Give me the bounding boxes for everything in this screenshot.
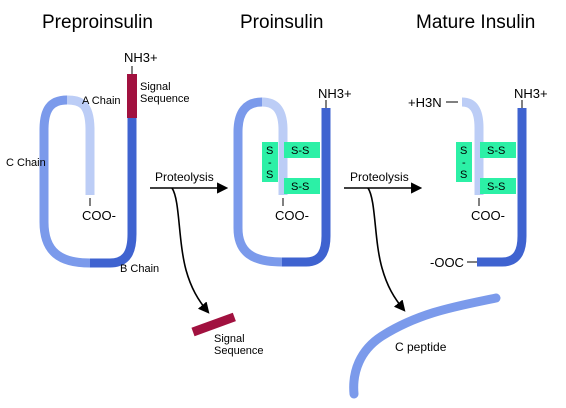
pro-bond-2-label: S-S <box>291 181 309 193</box>
pro-a-chain <box>261 97 288 195</box>
c-peptide-label: C peptide <box>395 340 447 354</box>
pro-s-dash: - <box>268 157 272 169</box>
title-preproinsulin: Preproinsulin <box>42 12 153 33</box>
mature-h3n-label: +H3N <box>408 95 442 110</box>
title-proinsulin: Proinsulin <box>240 12 323 33</box>
pre-a-chain-label: A Chain <box>82 95 121 107</box>
pre-nh3-label: NH3+ <box>124 50 158 65</box>
mature-s-top: S <box>460 145 467 157</box>
mature-intra-disulfide <box>456 142 472 182</box>
pro-nh3-label: NH3+ <box>318 86 352 101</box>
mature-inter-disulfide-1 <box>480 142 516 158</box>
preproinsulin-molecule <box>39 66 137 268</box>
pro-bond-1-label: S-S <box>291 145 309 157</box>
pre-a-chain <box>66 95 95 195</box>
pre-c-chain-label: C Chain <box>6 157 46 169</box>
title-mature-insulin: Mature Insulin <box>416 12 535 33</box>
pro-s-top: S <box>266 145 273 157</box>
mature-b-chain <box>477 108 527 267</box>
released-signal-label-1: Signal <box>214 333 245 345</box>
pre-coo-label: COO- <box>82 208 116 223</box>
mature-nh3-label: NH3+ <box>514 86 548 101</box>
mature-insulin-molecule <box>446 97 527 267</box>
proteolysis-label-2: Proteolysis <box>350 170 409 184</box>
released-c-peptide <box>349 293 501 399</box>
pre-c-chain <box>39 95 91 268</box>
pre-b-chain <box>90 117 137 268</box>
signal-branch-arrow <box>171 187 210 314</box>
pro-intra-disulfide <box>262 142 278 182</box>
pre-signal-label-1: Signal <box>140 81 171 93</box>
mature-ooc-label: -OOC <box>430 255 464 270</box>
released-signal-sequence <box>191 312 236 337</box>
mature-s-dash: - <box>462 157 466 169</box>
pro-b-chain <box>282 108 331 267</box>
pro-inter-disulfide-1 <box>284 142 320 158</box>
pre-b-chain-label: B Chain <box>120 263 159 275</box>
mature-s-bottom: S <box>460 169 467 181</box>
mature-bond-2-label: S-S <box>487 181 505 193</box>
c-peptide-branch-arrow <box>367 187 406 312</box>
pro-coo-label: COO- <box>275 208 309 223</box>
pro-c-chain <box>233 97 283 267</box>
proteolysis-label-1: Proteolysis <box>155 170 214 184</box>
pre-signal-sequence <box>127 74 137 118</box>
mature-coo-label: COO- <box>471 208 505 223</box>
mature-a-chain <box>461 97 484 195</box>
pro-inter-disulfide-2 <box>284 178 320 194</box>
pro-s-bottom: S <box>266 169 273 181</box>
released-signal-label-2: Sequence <box>214 345 264 357</box>
mature-inter-disulfide-2 <box>480 178 516 194</box>
mature-bond-1-label: S-S <box>487 145 505 157</box>
pre-signal-label-2: Sequence <box>140 93 190 105</box>
proinsulin-molecule <box>233 97 331 267</box>
